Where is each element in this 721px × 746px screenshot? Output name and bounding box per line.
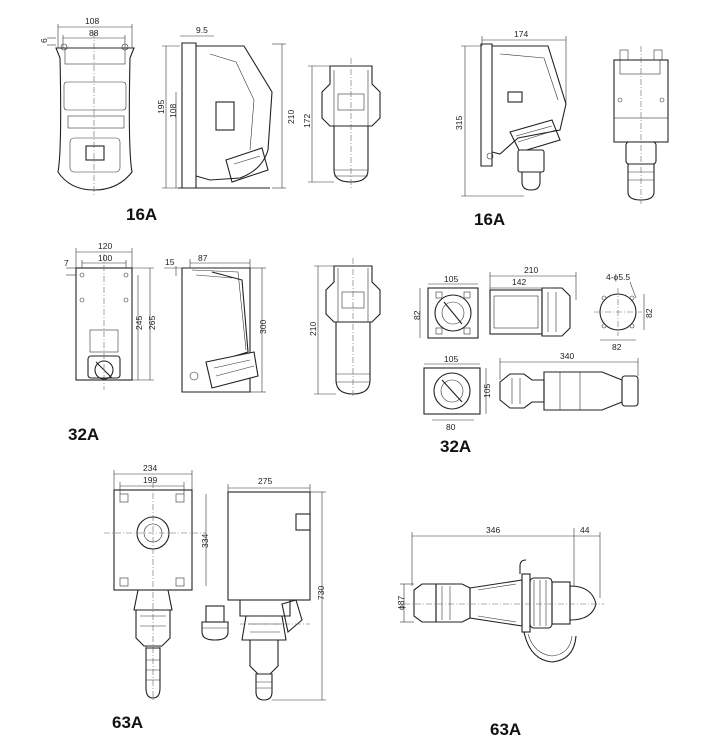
socket-16a-front-view: 108 88 6 [39, 16, 135, 195]
dim-16a-195: 195 [156, 100, 166, 114]
dim-63a-275: 275 [258, 476, 272, 486]
socket-16a-wall-side-view: 174 315 [454, 29, 567, 197]
dim-32a-82-vert: 82 [644, 308, 654, 318]
dim-16a-plug-172: 172 [302, 114, 312, 128]
dim-32a-87: 87 [198, 253, 208, 263]
plug-32a-side-view: 210 [308, 258, 381, 398]
dim-16a-9-5: 9.5 [196, 25, 208, 35]
dim-16a-108: 108 [168, 104, 178, 118]
dim-63a-730: 730 [316, 586, 326, 600]
dim-32a-82: 82 [412, 310, 422, 320]
dim-32a-120: 120 [98, 241, 112, 251]
dim-32a-210-right: 210 [524, 265, 538, 275]
dim-16a-width-88: 88 [89, 28, 99, 38]
dim-32a-245: 245 [134, 316, 144, 330]
dim-63a-346: 346 [486, 525, 500, 535]
dim-32a-100: 100 [98, 253, 112, 263]
caption-16a-right: 16A [474, 210, 505, 229]
plug-32a-side-view-long: 340 [499, 351, 639, 411]
socket-32a-small-side-view: 210 142 [489, 265, 577, 337]
plug-16a-side-view: 172 [302, 58, 381, 188]
dim-63a-199: 199 [143, 475, 157, 485]
dim-32a-7: 7 [64, 258, 69, 268]
socket-63a-side-view: 275 730 [227, 476, 326, 701]
dim-63a-phi-87: ϕ87 [396, 596, 406, 610]
plug-63a-side-view: 346 44 ϕ87 [396, 525, 604, 663]
caption-63a-right: 63A [490, 720, 521, 739]
socket-63a-front-view: 234 199 334 [104, 463, 210, 700]
dim-32a-15: 15 [165, 257, 175, 267]
dim-32a-300: 300 [258, 320, 268, 334]
caption-16a-left: 16A [126, 205, 157, 224]
dim-32a-plug-105-side: 105 [482, 384, 492, 398]
dim-16a-6: 6 [39, 38, 49, 43]
dim-32a-82-horiz: 82 [612, 342, 622, 352]
dim-32a-plug-105-top: 105 [444, 354, 458, 364]
socket-63a-cap-detail [201, 605, 229, 641]
socket-16a-wall-front-view [613, 46, 669, 204]
socket-32a-small-front-view: 105 82 [412, 274, 479, 339]
dim-32a-plug-210: 210 [308, 322, 318, 336]
dim-63a-334: 334 [200, 534, 210, 548]
dim-32a-142: 142 [512, 277, 526, 287]
dim-32a-105: 105 [444, 274, 458, 284]
socket-32a-side-view: 15 87 300 [164, 253, 268, 393]
socket-32a-front-view: 120 100 7 245 265 [64, 241, 157, 390]
dim-16a-width-108: 108 [85, 16, 99, 26]
caption-32a-right: 32A [440, 437, 471, 456]
dim-16a-315: 315 [454, 116, 464, 130]
dim-32a-plug-80: 80 [446, 422, 456, 432]
caption-32a-left: 32A [68, 425, 99, 444]
dim-63a-234: 234 [143, 463, 157, 473]
dim-32a-265: 265 [147, 316, 157, 330]
socket-32a-round-view: 4-ϕ5.5 82 82 [594, 272, 654, 352]
dim-16a-174: 174 [514, 29, 528, 39]
socket-16a-side-view: 9.5 195 108 210 [156, 25, 296, 189]
dim-16a-210: 210 [286, 110, 296, 124]
dim-32a-340: 340 [560, 351, 574, 361]
dim-63a-44: 44 [580, 525, 590, 535]
caption-63a-left: 63A [112, 713, 143, 732]
dim-32a-4-phi-5-5: 4-ϕ5.5 [606, 272, 630, 282]
plug-32a-front-view: 105 105 80 [423, 354, 492, 432]
